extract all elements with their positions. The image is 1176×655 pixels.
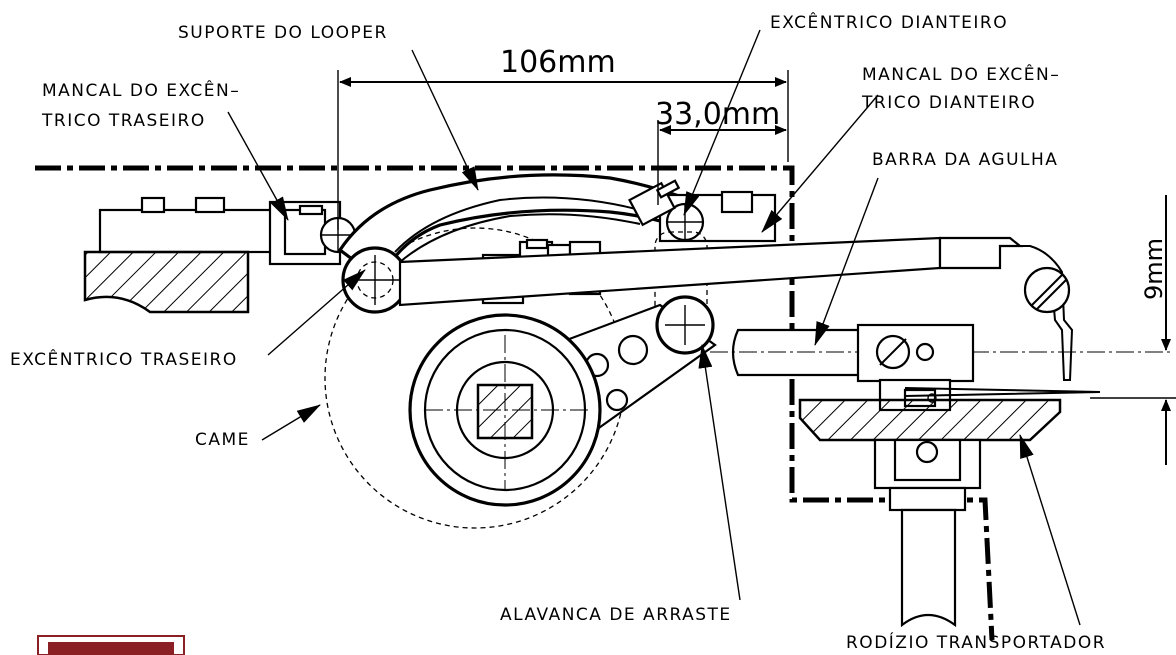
label-barra-agulha: BARRA DA AGULHA bbox=[872, 150, 1058, 170]
needle-bar-arm bbox=[398, 236, 1074, 381]
label-came: CAME bbox=[195, 430, 250, 450]
dimension-9: 9mm bbox=[1090, 195, 1176, 465]
label-excentrico-dianteiro: EXCÊNTRICO DIANTEIRO bbox=[770, 11, 1008, 33]
rear-base-block bbox=[83, 196, 277, 314]
dimension-33-label: 33,0mm bbox=[655, 97, 780, 132]
transport-assembly bbox=[798, 323, 1101, 628]
front-eccentric-bearing bbox=[628, 179, 777, 243]
machine-frame-outline bbox=[35, 165, 995, 641]
brand-logo bbox=[37, 635, 185, 655]
dimension-106-label: 106mm bbox=[500, 45, 616, 80]
dimension-9-label: 9mm bbox=[1140, 238, 1168, 300]
label-rodizio-transportador: RODÍZIO TRANSPORTADOR bbox=[846, 631, 1106, 653]
label-suporte-looper: SUPORTE DO LOOPER bbox=[178, 23, 388, 43]
main-shaft-wheel bbox=[408, 313, 602, 507]
label-mancal-traseiro-line1: MANCAL DO EXCÊN– bbox=[42, 79, 240, 101]
part-labels: SUPORTE DO LOOPER EXCÊNTRICO DIANTEIRO M… bbox=[10, 11, 1106, 653]
leader-lines bbox=[227, 29, 1081, 626]
dimension-33: 33,0mm bbox=[655, 97, 787, 205]
label-mancal-traseiro-line2: TRICO TRASEIRO bbox=[41, 111, 206, 131]
dimension-106: 106mm bbox=[337, 45, 789, 230]
label-mancal-dianteiro-line2: TRICO DIANTEIRO bbox=[861, 93, 1036, 113]
brand-logo-fill bbox=[48, 642, 174, 655]
label-excentrico-traseiro: EXCÊNTRICO TRASEIRO bbox=[10, 348, 238, 370]
label-mancal-dianteiro-line1: MANCAL DO EXCÊN– bbox=[862, 63, 1060, 85]
label-alavanca-arraste: ALAVANCA DE ARRASTE bbox=[500, 605, 732, 625]
